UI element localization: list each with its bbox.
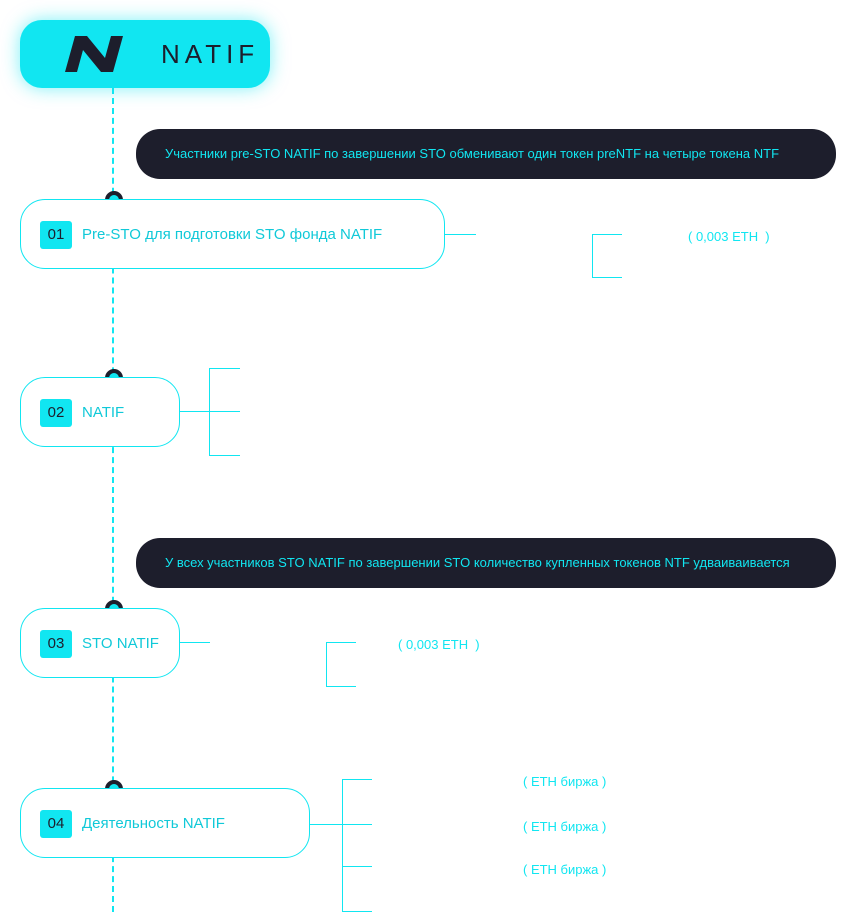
stage-number: 02 [40,399,72,427]
stage-02[interactable]: 02 NATIF [20,377,180,447]
bracket-line [326,642,327,686]
bracket-line [209,455,240,456]
bracket-line [592,234,593,277]
stage-label: STO NATIF [82,635,159,652]
bracket-line [592,234,622,235]
logo-badge: NATIF [20,20,270,88]
stage-04[interactable]: 04 Деятельность NATIF [20,788,310,858]
bracket-line [342,866,372,867]
stage-number: 01 [40,221,72,249]
bracket-line [592,277,622,278]
stage-01[interactable]: 01 Pre-STO для подготовки STO фонда NATI… [20,199,445,269]
connector-line [310,824,342,825]
bracket-line [209,368,240,369]
logo-text: NATIF [161,39,260,69]
info-banner-2: У всех участников STO NATIF по завершени… [136,538,836,588]
stage-03[interactable]: 03 STO NATIF [20,608,180,678]
bracket-line [326,686,356,687]
bracket-line [209,411,240,412]
bracket-line [342,779,372,780]
connector-line [180,411,209,412]
stage-label: NATIF [82,404,125,421]
connector-line [180,642,210,643]
bracket-line [342,824,372,825]
bracket-line [342,911,372,912]
exchange-note: ( ETH биржа ) [523,819,607,834]
connector-line [445,234,476,235]
stage-label: Деятельность NATIF [82,815,225,832]
stage-number: 04 [40,810,72,838]
bracket-line [342,779,343,911]
price-note: ( 0,003 ETH ) [398,637,480,652]
price-note: ( 0,003 ETH ) [688,229,770,244]
bracket-line [326,642,356,643]
stage-number: 03 [40,630,72,658]
info-banner-1: Участники pre-STO NATIF по завершении ST… [136,129,836,179]
exchange-note: ( ETH биржа ) [523,862,607,877]
exchange-note: ( ETH биржа ) [523,774,607,789]
natif-n-logo-icon [65,36,123,72]
stage-label: Pre-STO для подготовки STO фонда NATIF [82,226,383,243]
timeline-connector [112,88,114,912]
